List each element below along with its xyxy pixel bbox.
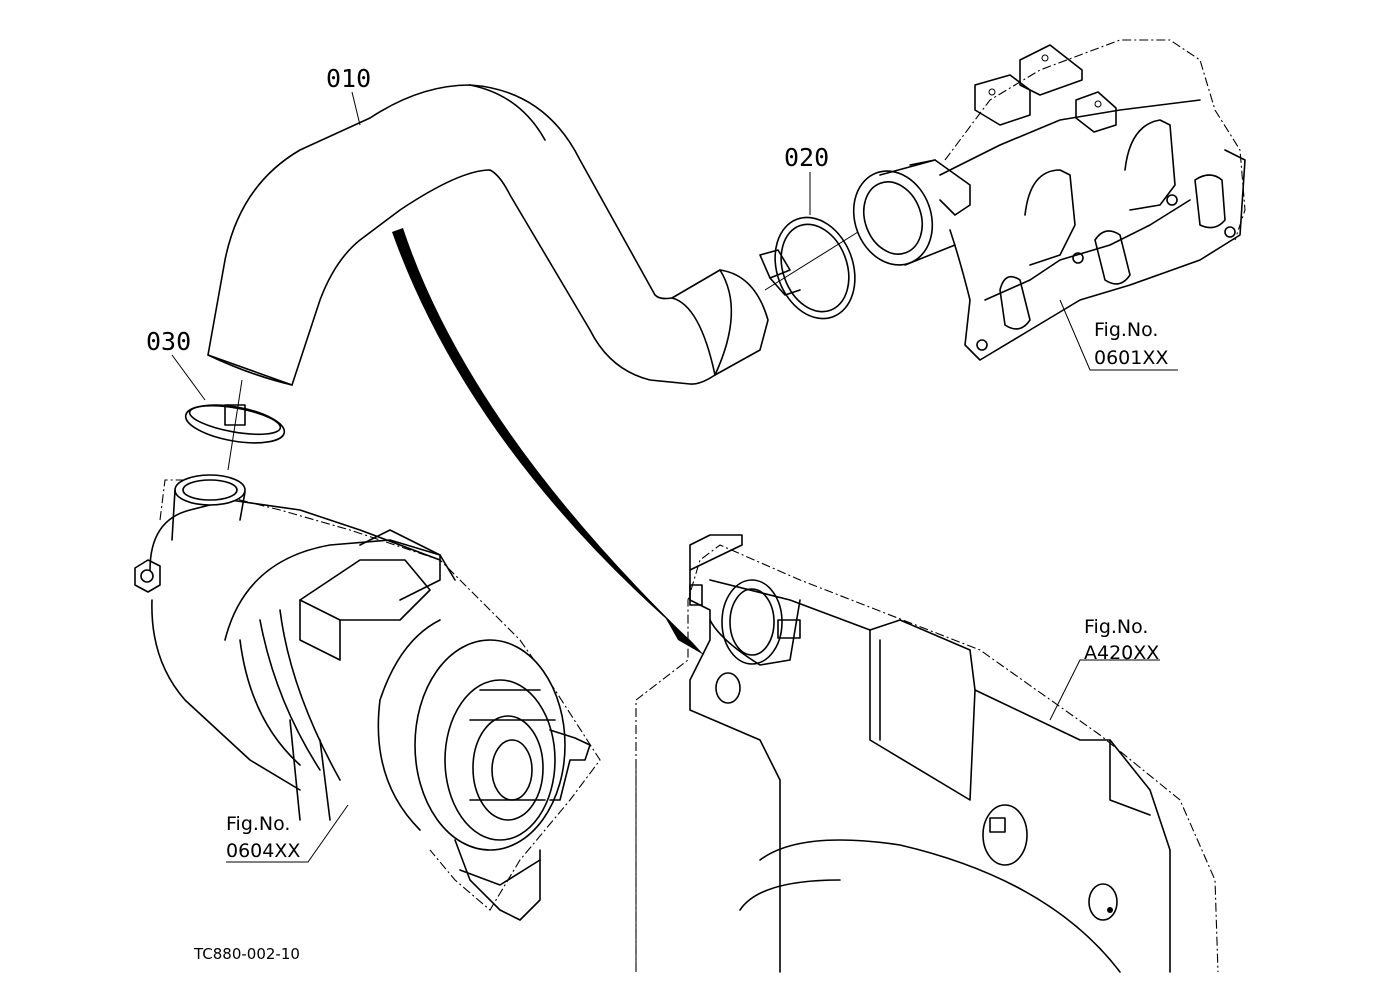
part-number-030: 030 <box>146 327 191 356</box>
ref-shroud-code: A420XX <box>1084 642 1159 664</box>
part-number-020: 020 <box>784 143 829 172</box>
clamp-020 <box>759 216 859 320</box>
ref-aircleaner-label: Fig.No. <box>226 813 290 835</box>
fan-shroud <box>635 534 1219 973</box>
ref-manifold-code: 0601XX <box>1094 347 1168 369</box>
ref-shroud-label: Fig.No. <box>1084 616 1148 638</box>
drawing-id: TC880-002-10 <box>193 945 300 963</box>
intake-manifold <box>852 39 1246 361</box>
leader-lines <box>171 91 1178 863</box>
ref-manifold-label: Fig.No. <box>1094 319 1158 341</box>
air-cleaner <box>134 474 601 921</box>
ref-aircleaner-code: 0604XX <box>226 840 300 862</box>
part-number-010: 010 <box>326 64 371 93</box>
clamp-030 <box>184 379 286 471</box>
hose-010 <box>207 84 769 655</box>
